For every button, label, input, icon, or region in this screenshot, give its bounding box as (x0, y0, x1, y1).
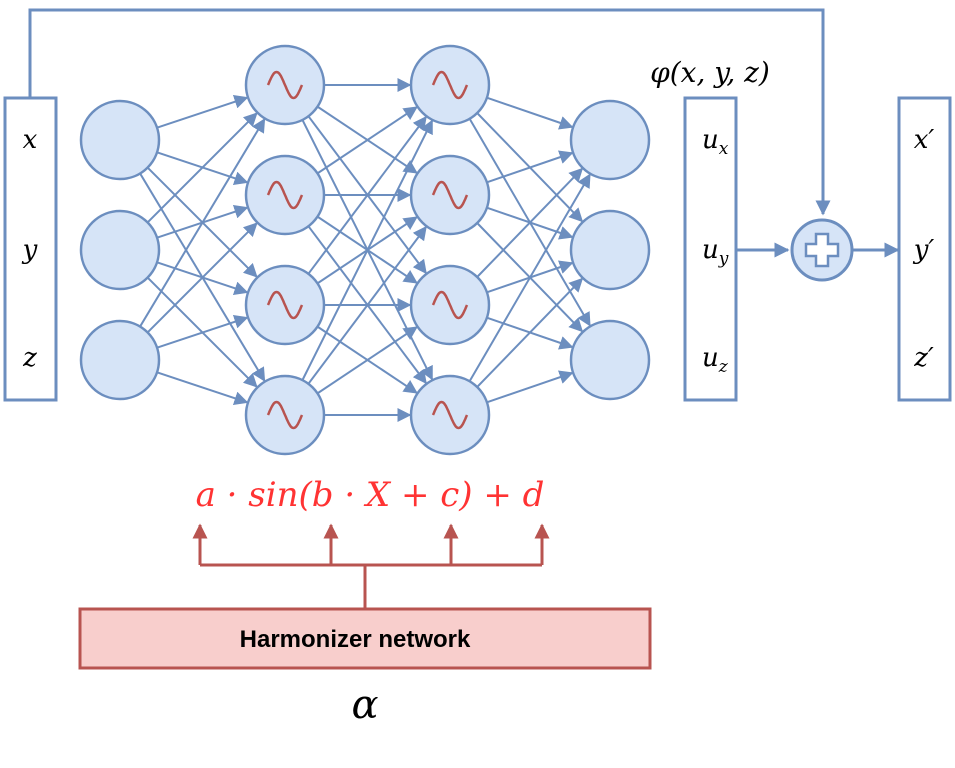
input-x-label: x (23, 125, 38, 155)
skip-connection-wire (28, 8, 831, 216)
connection-arrow (156, 371, 249, 406)
sine-wave-icon (431, 180, 469, 210)
connection-arrow (139, 118, 266, 328)
connection-arrow (156, 94, 249, 129)
output-field-label: φ(x, y, z) (650, 56, 770, 89)
input-y-label: y (22, 235, 38, 265)
connection-arrow (156, 314, 249, 349)
harmonizer-parameter-wires (192, 523, 550, 608)
activation-formula: a · sin(b · X + c) + d (196, 475, 545, 515)
output-layer (569, 99, 651, 401)
sine-wave-icon (431, 290, 469, 320)
displacement-ux-label: ux (702, 125, 729, 159)
hidden-layer-2 (409, 44, 491, 456)
sine-wave-icon (431, 400, 469, 430)
output-node (569, 209, 651, 291)
sine-wave-icon (266, 400, 304, 430)
sum-node (790, 218, 854, 282)
output-node (569, 319, 651, 401)
displacement-uy-label: uy (702, 235, 729, 269)
displacement-uz-label: uz (702, 343, 729, 377)
harmonizer-network-box: Harmonizer network (78, 607, 652, 670)
connection-arrow (301, 119, 434, 381)
connection-arrow (307, 115, 427, 275)
activation-icons (266, 70, 469, 430)
output-node (569, 99, 651, 181)
connection-arrow (316, 326, 418, 395)
connection-arrow (486, 150, 574, 184)
output-vector-box: x′ y′ z′ (897, 96, 952, 402)
sine-wave-icon (266, 290, 304, 320)
input-node (79, 209, 161, 291)
connection-arrow (476, 167, 584, 278)
connection-arrow (146, 112, 258, 224)
connection-arrow (486, 96, 574, 130)
input-vector-box: x y z (3, 96, 58, 402)
connection-arrow (316, 106, 418, 175)
displacement-vector-box: ux uy uz (683, 96, 738, 402)
connection-arrow (486, 370, 574, 404)
connection-arrow (468, 173, 591, 382)
hidden-layer-1 (244, 44, 326, 456)
output-x-prime-label: x′ (914, 125, 935, 155)
network-connections (139, 78, 591, 422)
output-z-prime-label: z′ (913, 343, 934, 373)
sine-wave-icon (431, 70, 469, 100)
input-node (79, 99, 161, 181)
harmonizer-label: Harmonizer network (240, 626, 471, 653)
input-node (79, 319, 161, 401)
input-z-label: z (22, 343, 37, 373)
sine-wave-icon (266, 70, 304, 100)
plus-icon (804, 232, 840, 268)
input-layer (79, 99, 161, 401)
output-y-prime-label: y′ (913, 235, 935, 265)
connection-arrow (146, 222, 258, 334)
connection-arrow (476, 277, 584, 388)
sine-wave-icon (266, 180, 304, 210)
connection-arrow (307, 225, 427, 385)
harmonizer-output-symbol: α (351, 682, 378, 728)
